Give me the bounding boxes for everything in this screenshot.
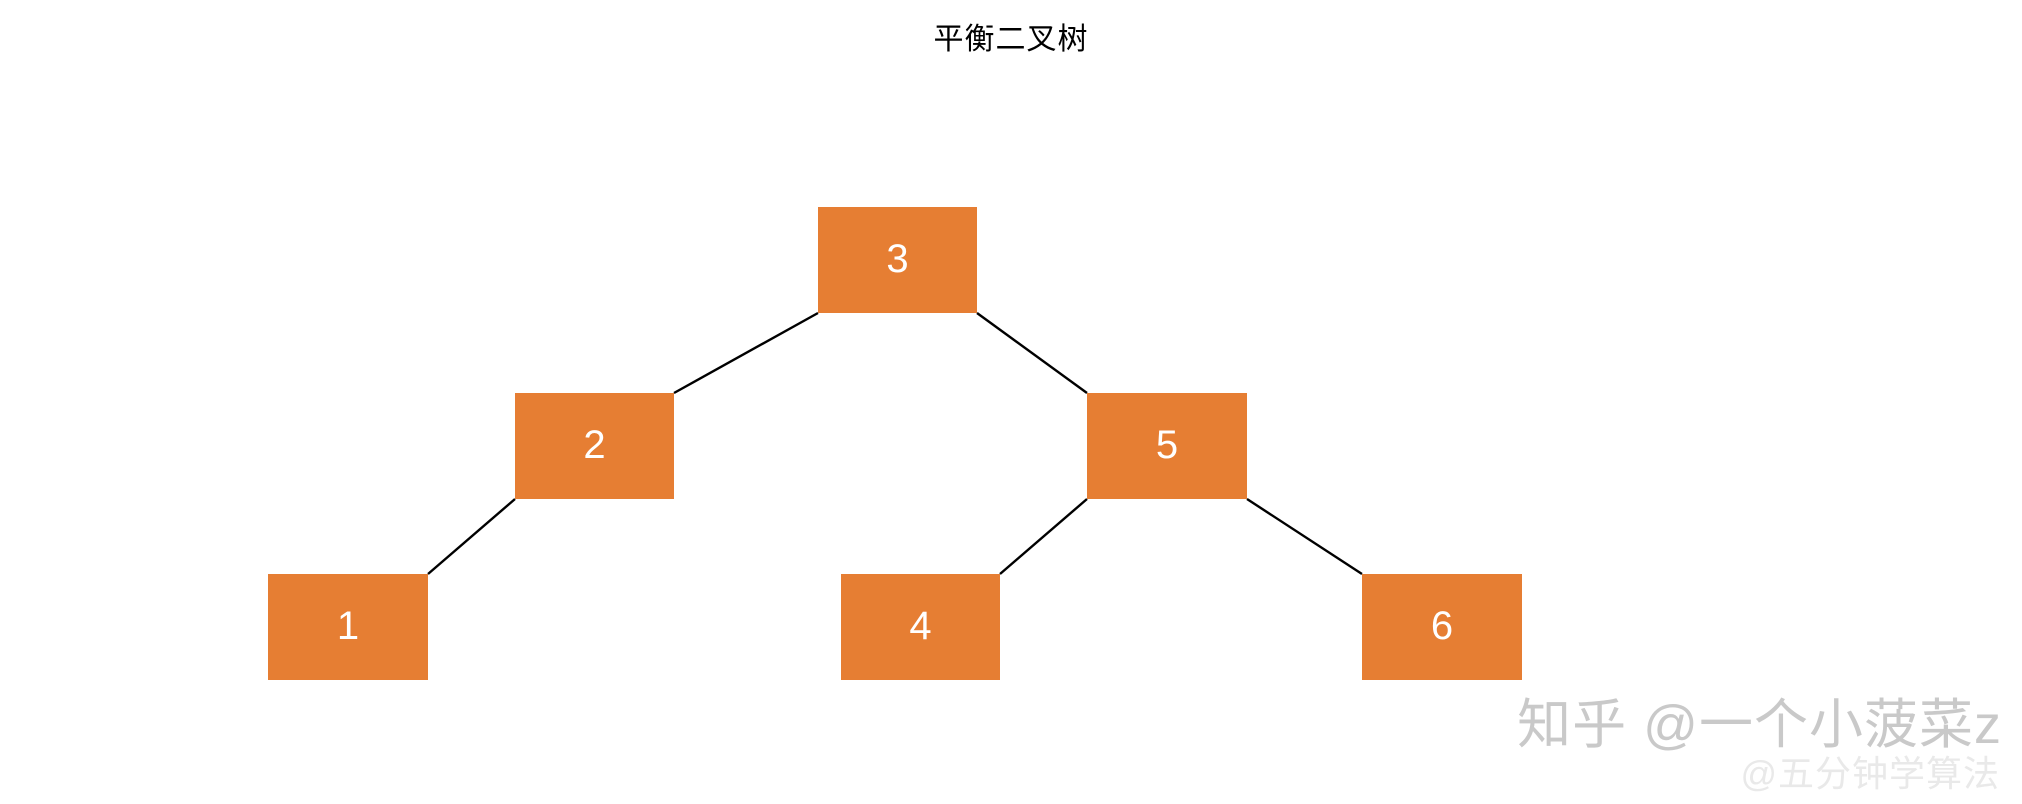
tree-edge-n3-n5	[976, 312, 1088, 394]
tree-node-1[interactable]: 1	[268, 574, 428, 680]
tree-edge-n5-n4	[999, 498, 1088, 575]
tree-node-label: 4	[909, 604, 932, 648]
watermark-primary: 知乎 @一个小菠菜z	[1517, 695, 2002, 755]
watermark-secondary: @五分钟学算法	[1740, 753, 2000, 794]
tree-edge-n2-n1	[427, 498, 516, 575]
tree-node-6[interactable]: 6	[1362, 574, 1522, 680]
tree-edge-n3-n2	[673, 311, 819, 395]
tree-node-label: 6	[1430, 604, 1454, 648]
tree-node-label: 2	[583, 423, 606, 467]
page-title: 平衡二叉树	[933, 23, 1089, 56]
tree-node-5[interactable]: 5	[1087, 393, 1247, 499]
tree-node-label: 3	[886, 237, 909, 281]
tree-node-3[interactable]: 3	[818, 207, 977, 313]
tree-node-4[interactable]: 4	[841, 574, 1000, 680]
tree-node-label: 1	[336, 604, 360, 648]
tree-node-label: 5	[1155, 423, 1179, 467]
tree-node-2[interactable]: 2	[515, 393, 674, 499]
tree-edge-n5-n6	[1246, 497, 1363, 576]
